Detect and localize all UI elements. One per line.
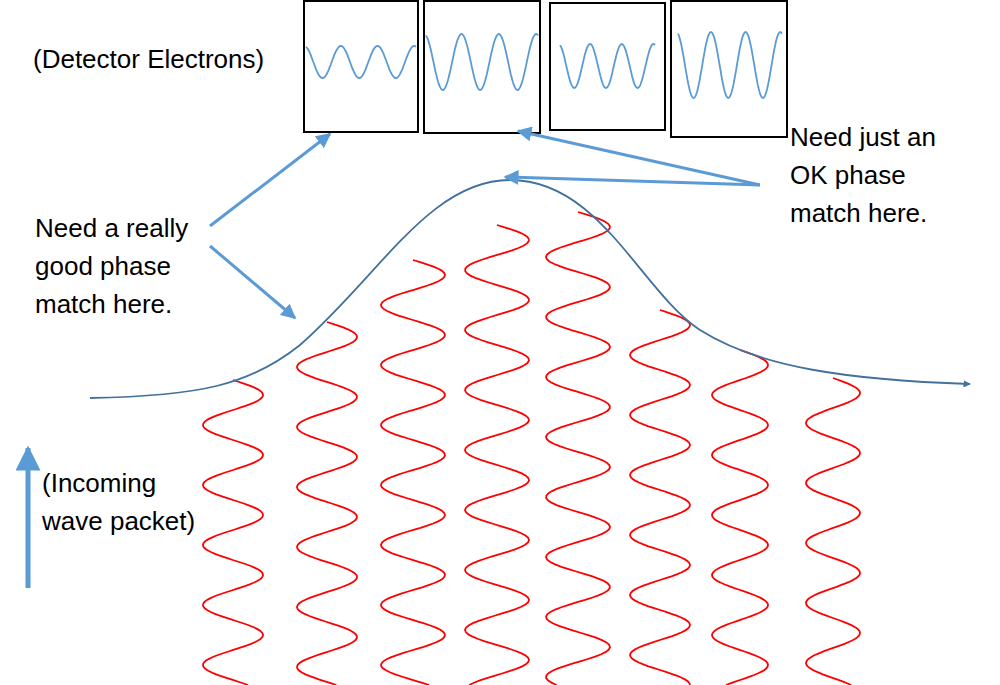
packet-wave [381,260,445,685]
detector-box [550,3,665,130]
leader-arrow [210,246,295,318]
detector-box [424,1,540,133]
electron-wave [426,34,538,90]
packet-wave [297,322,357,685]
electron-wave [560,44,655,88]
leader-arrow [518,131,760,185]
electron-wave [306,46,416,78]
leader-arrow [505,177,760,185]
packet-wave [806,378,860,685]
packet-wave [465,225,529,685]
callout-note: Need a really good phase match here. [35,209,207,323]
detector-box [304,1,418,132]
packet-wave [630,310,690,685]
leader-arrow [210,134,330,226]
electron-wave [678,32,782,98]
direction-arrow [26,448,31,588]
packet-wave [712,350,768,685]
detector-box [671,1,787,137]
detector-label: (Detector Electrons) [33,40,303,78]
packet-wave [203,380,263,685]
callout-note: Need just an OK phase match here. [790,118,962,232]
packet-label: (Incoming wave packet) [42,464,207,540]
packet-wave [546,212,610,685]
